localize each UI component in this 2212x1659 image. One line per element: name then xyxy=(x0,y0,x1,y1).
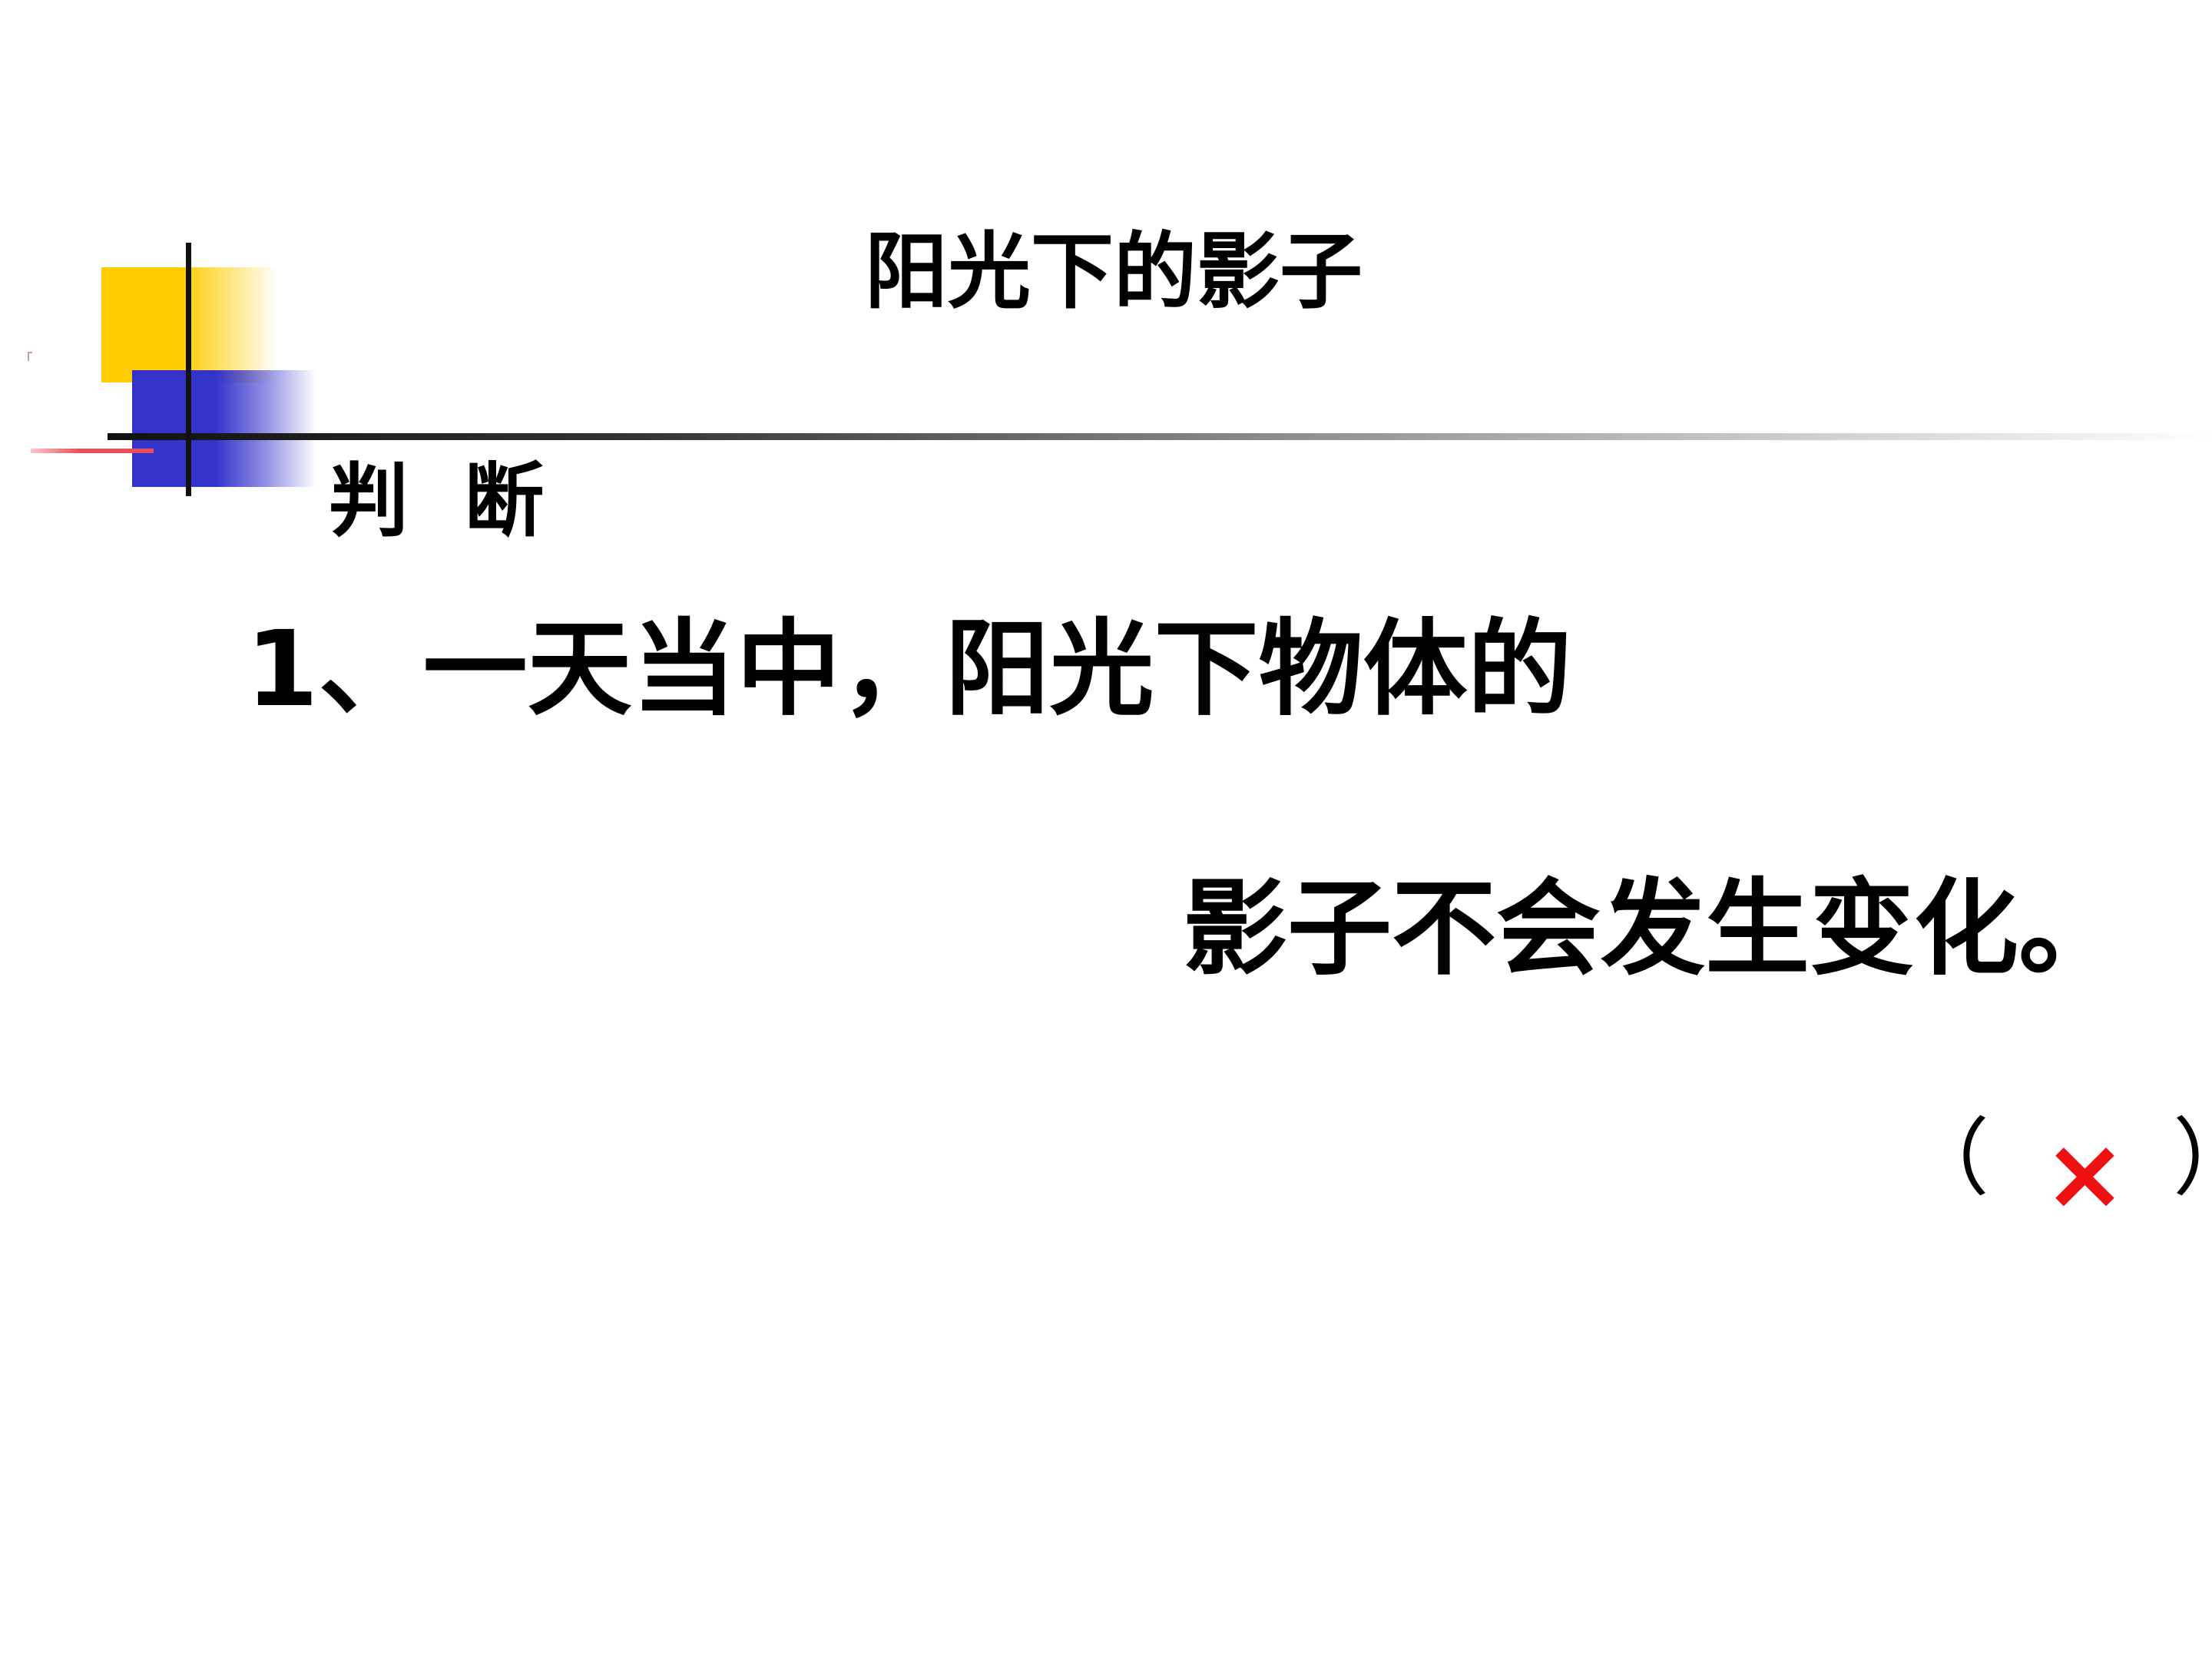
answer-box: （ × ） xyxy=(1905,1098,2212,1232)
answer-close-paren: ） xyxy=(2173,1108,2212,1209)
section-label: 判 断 xyxy=(329,453,545,548)
red-line-decoration xyxy=(31,449,154,453)
question-number: 1 xyxy=(246,609,319,730)
cross-mark-icon: × xyxy=(2043,1115,2127,1232)
corner-tick-decoration xyxy=(28,352,32,361)
blue-square-decoration xyxy=(132,370,316,487)
question-line-2: 影子不会发生变化。 xyxy=(1183,867,2123,990)
question-line-1-text: 、一天当中，阳光下物体的 xyxy=(318,608,1572,730)
question-line-1: 1、一天当中，阳光下物体的 xyxy=(246,607,1572,733)
horizontal-rule-decoration xyxy=(108,433,2212,440)
vertical-rule-decoration xyxy=(186,243,191,496)
slide-title: 阳光下的影子 xyxy=(864,224,1363,320)
answer-open-paren: （ xyxy=(1905,1109,1989,1207)
